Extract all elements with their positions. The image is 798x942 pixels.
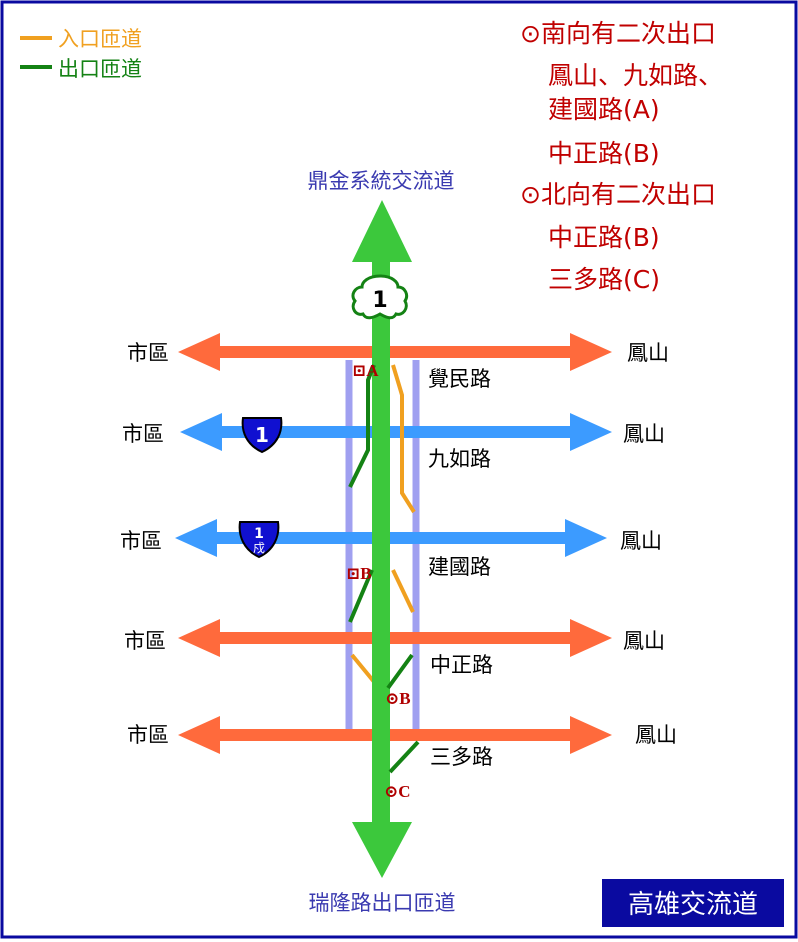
- cross-road: 市區 鳳山: [124, 619, 665, 657]
- west-label: 市區: [122, 422, 164, 446]
- road-name: 覺民路: [428, 367, 491, 391]
- west-label: 市區: [127, 723, 169, 747]
- exit-notes: ⊙南向有二次出口 鳳山、九如路、 建國路(A) 中正路(B) ⊙北向有二次出口 …: [520, 19, 723, 294]
- legend-exit-label: 出口匝道: [58, 57, 142, 81]
- road-name: 建國路: [428, 555, 491, 579]
- road-name: 中正路: [430, 653, 493, 677]
- marker-b-south: ⊡B: [346, 564, 372, 583]
- entrance-ramp: [391, 364, 416, 514]
- east-label: 鳳山: [627, 341, 669, 365]
- cross-road-arrow: [178, 333, 612, 371]
- south-line: 鳳山、九如路、: [548, 61, 723, 90]
- entrance-ramp: [350, 653, 377, 685]
- south-end-label: 瑞隆路出口匝道: [309, 891, 456, 915]
- title-box: [602, 879, 784, 927]
- west-label: 市區: [124, 629, 166, 653]
- entrance-ramps: [350, 364, 416, 685]
- south-heading: ⊙南向有二次出口: [520, 19, 716, 48]
- shield-number: 1: [254, 526, 264, 542]
- legend: 入口匝道 出口匝道: [20, 27, 142, 81]
- shield-suffix: 戍: [253, 541, 265, 555]
- exit-ramp: [386, 653, 414, 690]
- north-line: 中正路(B): [548, 223, 660, 252]
- road-name: 三多路: [430, 745, 493, 769]
- cross-road-arrow: [175, 519, 607, 557]
- road-name: 九如路: [428, 447, 491, 471]
- shield-icon: [241, 417, 283, 454]
- cross-road: 市區 鳳山: [122, 413, 665, 451]
- exit-ramp: [348, 569, 374, 623]
- highway-arrow: [352, 200, 412, 878]
- shield-number: 1: [255, 423, 269, 447]
- route-shield: 1 戍: [238, 521, 280, 559]
- marker-a: ⊡A: [352, 361, 379, 380]
- diagram-title: 高雄交流道: [628, 890, 758, 920]
- shield-number: 1: [372, 288, 387, 313]
- cross-road-arrow: [180, 413, 612, 451]
- east-label: 鳳山: [620, 529, 662, 553]
- route-shield: 1: [241, 417, 283, 454]
- cross-road-arrow: [178, 716, 612, 754]
- north-heading: ⊙北向有二次出口: [520, 180, 716, 209]
- entrance-ramp: [391, 569, 415, 613]
- east-label: 鳳山: [635, 723, 677, 747]
- east-label: 鳳山: [623, 629, 665, 653]
- shield-icon: [238, 521, 280, 559]
- cross-road: 市區 鳳山: [127, 716, 677, 754]
- freeway-shield: 1: [351, 274, 409, 320]
- legend-entrance-label: 入口匝道: [58, 27, 142, 51]
- west-label: 市區: [127, 341, 169, 365]
- cross-road: 市區 鳳山: [120, 519, 662, 557]
- exit-markers: ⊡A ⊡B ⊙B ⊙C: [346, 361, 411, 801]
- cross-road: 市區 鳳山: [127, 333, 669, 371]
- exit-ramps: [348, 364, 420, 774]
- exit-ramp: [348, 364, 376, 488]
- cross-road-arrow: [178, 619, 612, 657]
- plum-blossom-icon: [351, 274, 409, 320]
- marker-c: ⊙C: [384, 782, 411, 801]
- exit-ramp: [388, 740, 420, 774]
- east-label: 鳳山: [623, 422, 665, 446]
- west-label: 市區: [120, 529, 162, 553]
- marker-b-north: ⊙B: [385, 689, 411, 708]
- south-line: 建國路(A): [548, 95, 660, 124]
- north-line: 三多路(C): [548, 265, 660, 294]
- north-end-label: 鼎金系統交流道: [308, 169, 455, 193]
- south-line: 中正路(B): [548, 139, 660, 168]
